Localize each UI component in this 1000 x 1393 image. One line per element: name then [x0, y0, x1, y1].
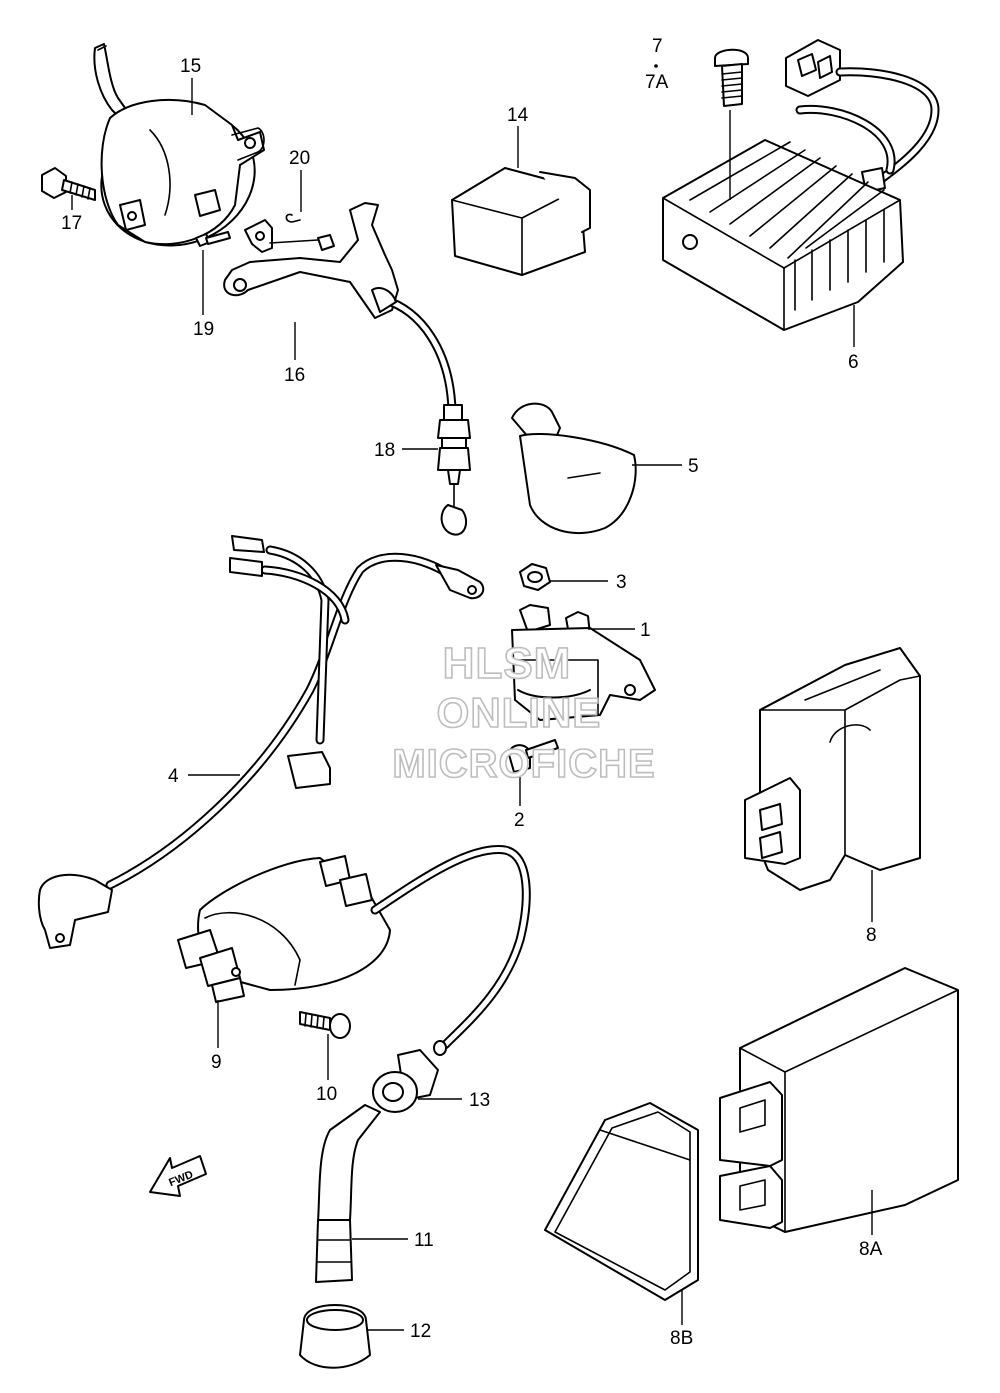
- fwd-direction-arrow: FWD: [149, 1155, 207, 1197]
- part-6-regulator-rectifier[interactable]: [662, 39, 940, 331]
- callout-17: 17: [61, 213, 82, 234]
- callout-4: 4: [168, 766, 179, 787]
- callout-15: 15: [180, 56, 201, 77]
- part-3-nut[interactable]: [519, 563, 551, 591]
- part-2-screw[interactable]: [508, 739, 559, 773]
- part-19-screw[interactable]: [195, 231, 231, 247]
- part-8b-cover[interactable]: [544, 1102, 699, 1301]
- part-9-ignition-coil[interactable]: [177, 845, 531, 1056]
- callout-7: 7: [652, 36, 663, 57]
- callout-2: 2: [514, 810, 525, 831]
- part-5-cap[interactable]: [511, 402, 637, 535]
- part-15-signal-generator[interactable]: [82, 43, 274, 267]
- part-4-starter-harness[interactable]: [37, 535, 485, 949]
- callout-5: 5: [688, 456, 699, 477]
- callout-6: 6: [848, 352, 859, 373]
- watermark-line-3: MICROFICHE: [392, 742, 655, 786]
- part-11-plug-cap[interactable]: [315, 1104, 381, 1283]
- callout-14: 14: [507, 105, 529, 126]
- callout-1: 1: [640, 620, 651, 641]
- callout-labels: 15 17 20 19 16 14 7 7A 6 18 5 3 1 2 4 8 …: [61, 36, 883, 1349]
- callout-20: 20: [289, 148, 310, 169]
- callout-3: 3: [616, 572, 627, 593]
- callout-7a: 7A: [645, 72, 669, 93]
- callout-19: 19: [193, 319, 214, 340]
- callout-18: 18: [374, 440, 395, 461]
- callout-9: 9: [211, 1052, 222, 1073]
- callout-16: 16: [284, 365, 305, 386]
- part-17-bolt[interactable]: [41, 167, 96, 201]
- part-18-cable-fitting[interactable]: [437, 404, 471, 536]
- part-12-boot[interactable]: [299, 1304, 371, 1369]
- callout-13: 13: [469, 1090, 490, 1111]
- callout-11: 11: [414, 1230, 434, 1251]
- watermark: HLSM ONLINE MICROFICHE: [392, 638, 656, 787]
- part-1-starter-relay[interactable]: [511, 604, 656, 721]
- part-20-clip[interactable]: [285, 213, 301, 223]
- watermark-line-1: HLSM: [443, 639, 572, 688]
- part-16-bracket[interactable]: [223, 202, 457, 415]
- part-8-cdi-unit[interactable]: [744, 647, 921, 891]
- watermark-line-2: ONLINE: [437, 689, 602, 736]
- callout-10: 10: [316, 1084, 337, 1105]
- part-7-screw[interactable]: [654, 48, 749, 107]
- part-14-relay[interactable]: [451, 167, 591, 276]
- callout-8: 8: [866, 925, 877, 946]
- callout-12: 12: [410, 1321, 431, 1342]
- leader-lines: [71, 78, 873, 1331]
- part-13-seal[interactable]: [372, 1049, 439, 1113]
- part-8a-cdi-unit[interactable]: [719, 967, 959, 1233]
- callout-8a: 8A: [859, 1239, 883, 1260]
- part-10-screw[interactable]: [299, 1011, 351, 1039]
- callout-8b: 8B: [670, 1328, 693, 1349]
